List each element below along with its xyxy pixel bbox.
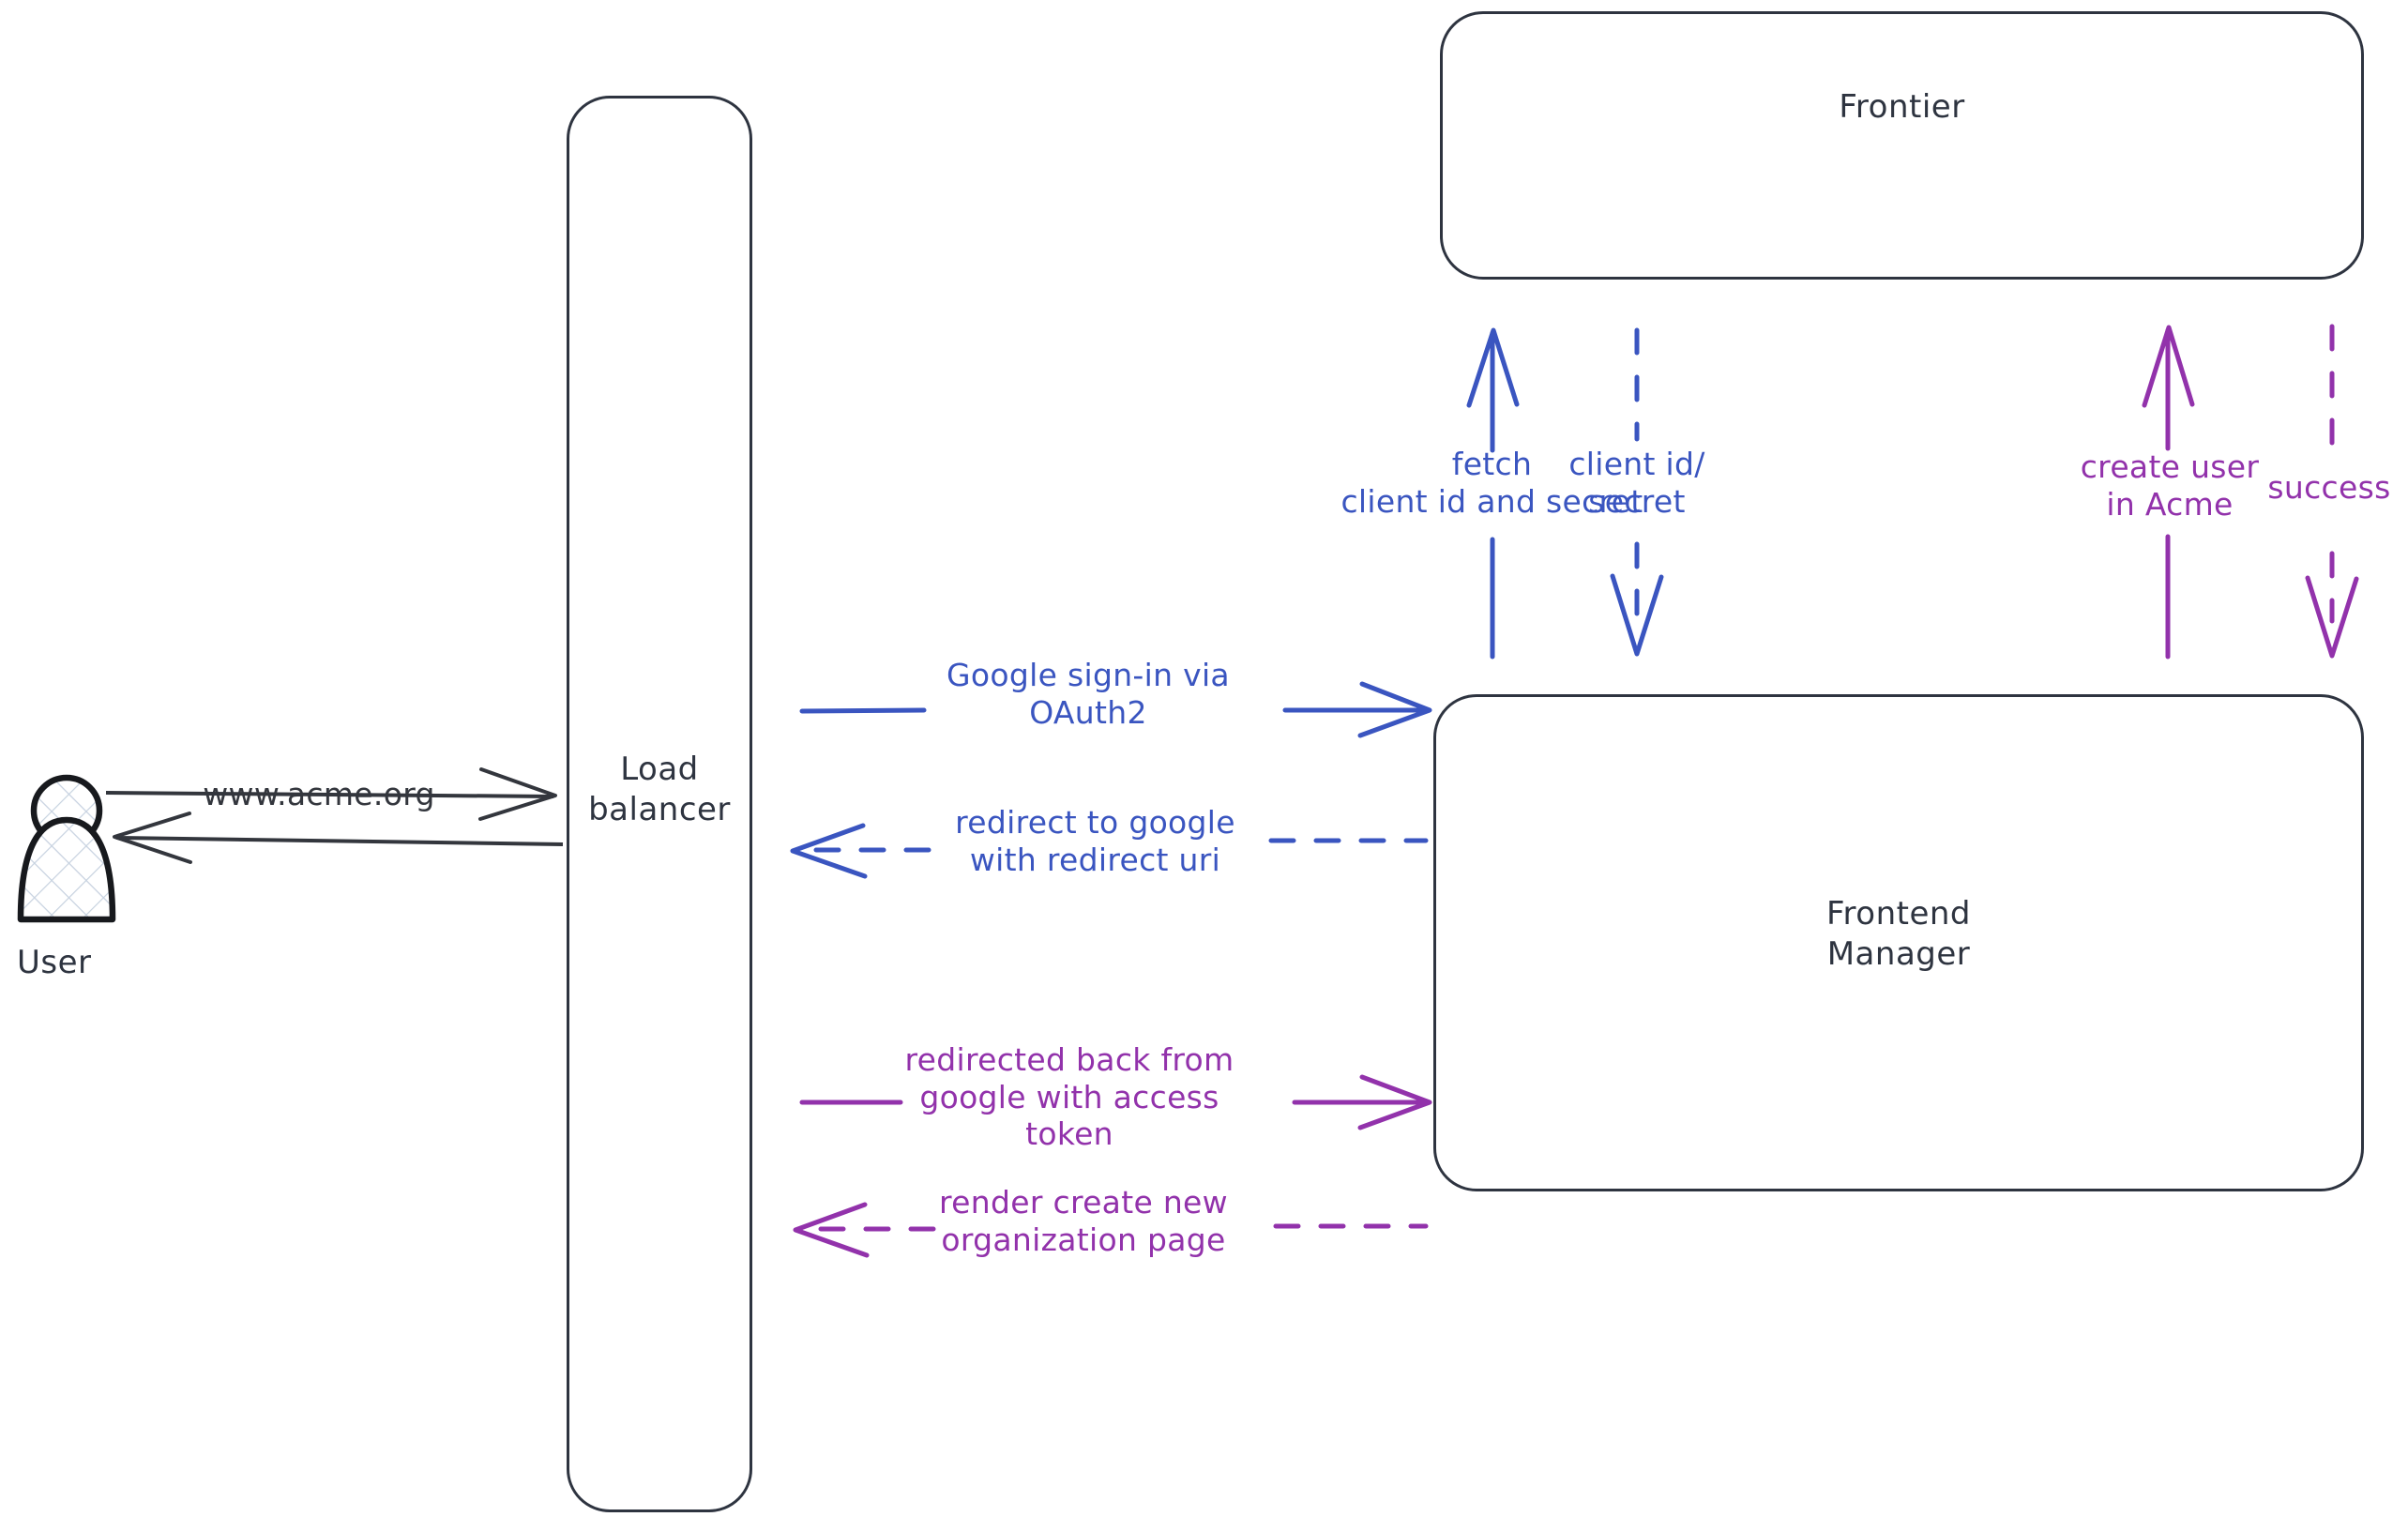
edge-lb-to-fm-signin <box>799 681 1432 738</box>
edge-label-fm-to-lb-redirect: redirect to google with redirect uri <box>955 804 1235 878</box>
actor-user-label: User <box>17 944 92 981</box>
edge-frontier-to-fm-creds <box>1610 327 1664 657</box>
edge-fm-to-lb-render <box>793 1202 1429 1258</box>
node-load-balancer[interactable]: Load balancer <box>567 96 752 1512</box>
edge-user-to-lb <box>105 767 557 821</box>
edge-label-fm-to-lb-render: render create new organization page <box>939 1184 1228 1258</box>
edge-fm-to-frontier-fetch <box>1466 327 1520 660</box>
edge-lb-to-fm-token <box>799 1074 1432 1130</box>
node-frontier[interactable]: Frontier <box>1440 11 2364 280</box>
edge-label-fm-to-frontier-createuser: create user in Acme <box>2080 448 2260 523</box>
node-load-balancer-label: Load balancer <box>588 751 731 828</box>
edge-label-lb-to-fm-signin: Google sign-in via OAuth2 <box>947 657 1230 731</box>
edge-label-frontier-to-fm-success: success <box>2267 469 2391 506</box>
edge-lb-to-user <box>113 812 564 864</box>
edge-frontier-to-fm-success <box>2305 324 2359 659</box>
edge-fm-to-lb-redirect <box>790 823 1429 879</box>
edge-label-lb-to-fm-token: redirected back from google with access … <box>904 1041 1234 1153</box>
edge-label-frontier-to-fm-creds: client id/ secret <box>1568 446 1705 520</box>
node-frontier-label: Frontier <box>1839 88 1965 126</box>
actor-user-icon <box>17 774 116 923</box>
edge-label-fm-to-frontier-fetch: fetch client id and secret <box>1340 446 1643 520</box>
edge-label-user-to-lb: www.acme.org <box>203 776 435 812</box>
node-frontend-manager-label: Frontend Manager <box>1825 895 1972 973</box>
edge-fm-to-frontier-createuser <box>2142 325 2195 660</box>
node-frontend-manager[interactable]: Frontend Manager <box>1433 694 2364 1191</box>
